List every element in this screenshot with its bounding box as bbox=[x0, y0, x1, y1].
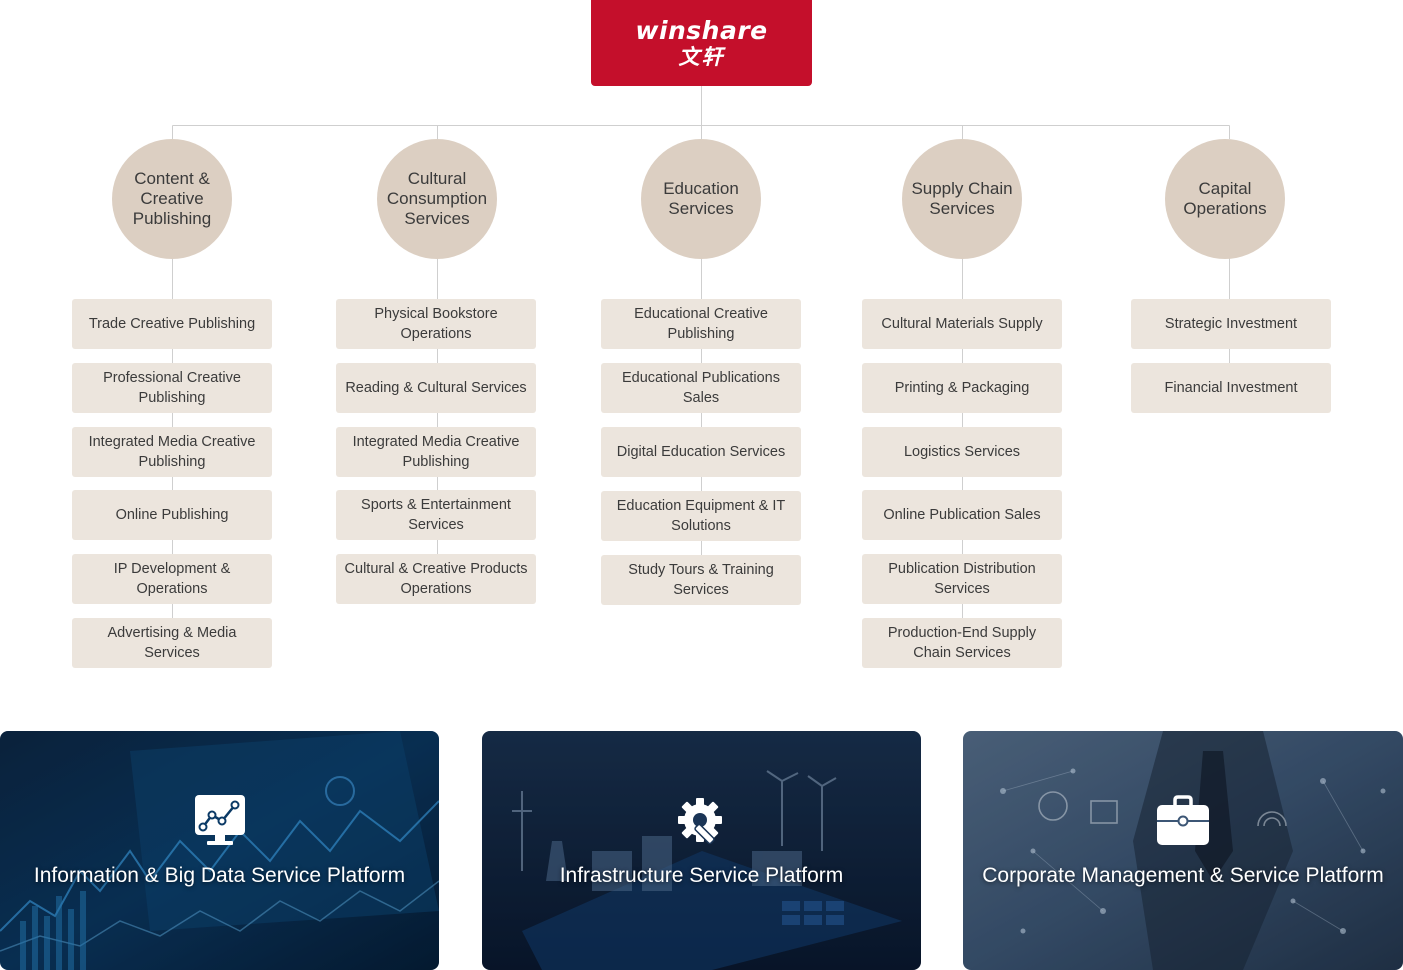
segment-item: Sports & Entertainment Services bbox=[336, 490, 536, 540]
segment-item: Online Publishing bbox=[72, 490, 272, 540]
segment-circle-education-services: Education Services bbox=[641, 139, 761, 259]
segment-circle-supply-chain-services: Supply Chain Services bbox=[902, 139, 1022, 259]
gear-wrench-icon bbox=[677, 798, 722, 845]
segment-item: Production-End Supply Chain Services bbox=[862, 618, 1062, 668]
segment-item: IP Development & Operations bbox=[72, 554, 272, 604]
segment-item: Educational Publications Sales bbox=[601, 363, 801, 413]
winshare-logo: winshare 文轩 bbox=[591, 0, 812, 86]
segment-item: Logistics Services bbox=[862, 427, 1062, 477]
segment-item: Educational Creative Publishing bbox=[601, 299, 801, 349]
segment-circle-capital-operations: Capital Operations bbox=[1165, 139, 1285, 259]
segment-circle-cultural-consumption-services: Cultural Consumption Services bbox=[377, 139, 497, 259]
segment-item: Integrated Media Creative Publishing bbox=[336, 427, 536, 477]
logo-latin-text: winshare bbox=[635, 16, 768, 45]
briefcase-icon bbox=[1157, 795, 1209, 845]
segment-item: Cultural & Creative Products Operations bbox=[336, 554, 536, 604]
platform-card-infrastructure: Infrastructure Service Platform bbox=[482, 731, 921, 970]
segment-item: Digital Education Services bbox=[601, 427, 801, 477]
platform-background-image bbox=[482, 731, 921, 970]
platform-title: Infrastructure Service Platform bbox=[559, 864, 844, 887]
segment-item: Financial Investment bbox=[1131, 363, 1331, 413]
segment-item: Publication Distribution Services bbox=[862, 554, 1062, 604]
segment-item: Cultural Materials Supply bbox=[862, 299, 1062, 349]
segment-item: Trade Creative Publishing bbox=[72, 299, 272, 349]
segment-item: Professional Creative Publishing bbox=[72, 363, 272, 413]
segment-item: Strategic Investment bbox=[1131, 299, 1331, 349]
segment-item: Online Publication Sales bbox=[862, 490, 1062, 540]
segment-item: Advertising & Media Services bbox=[72, 618, 272, 668]
segment-item: Physical Bookstore Operations bbox=[336, 299, 536, 349]
platform-title: Information & Big Data Service Platform bbox=[33, 864, 406, 887]
platform-card-information-big-data: Information & Big Data Service Platform bbox=[0, 731, 439, 970]
segment-circle-content-creative-publishing: Content & Creative Publishing bbox=[112, 139, 232, 259]
segment-item: Printing & Packaging bbox=[862, 363, 1062, 413]
segment-item: Reading & Cultural Services bbox=[336, 363, 536, 413]
data-analytics-icon bbox=[194, 795, 245, 845]
logo-chinese-text: 文轩 bbox=[678, 45, 725, 69]
platform-background-image bbox=[963, 731, 1403, 970]
segment-item: Study Tours & Training Services bbox=[601, 555, 801, 605]
segment-item: Education Equipment & IT Solutions bbox=[601, 491, 801, 541]
segment-item: Integrated Media Creative Publishing bbox=[72, 427, 272, 477]
platform-title: Corporate Management & Service Platform bbox=[982, 864, 1384, 887]
platform-card-corporate-management: Corporate Management & Service Platform bbox=[963, 731, 1403, 970]
platform-background-image bbox=[0, 731, 439, 970]
